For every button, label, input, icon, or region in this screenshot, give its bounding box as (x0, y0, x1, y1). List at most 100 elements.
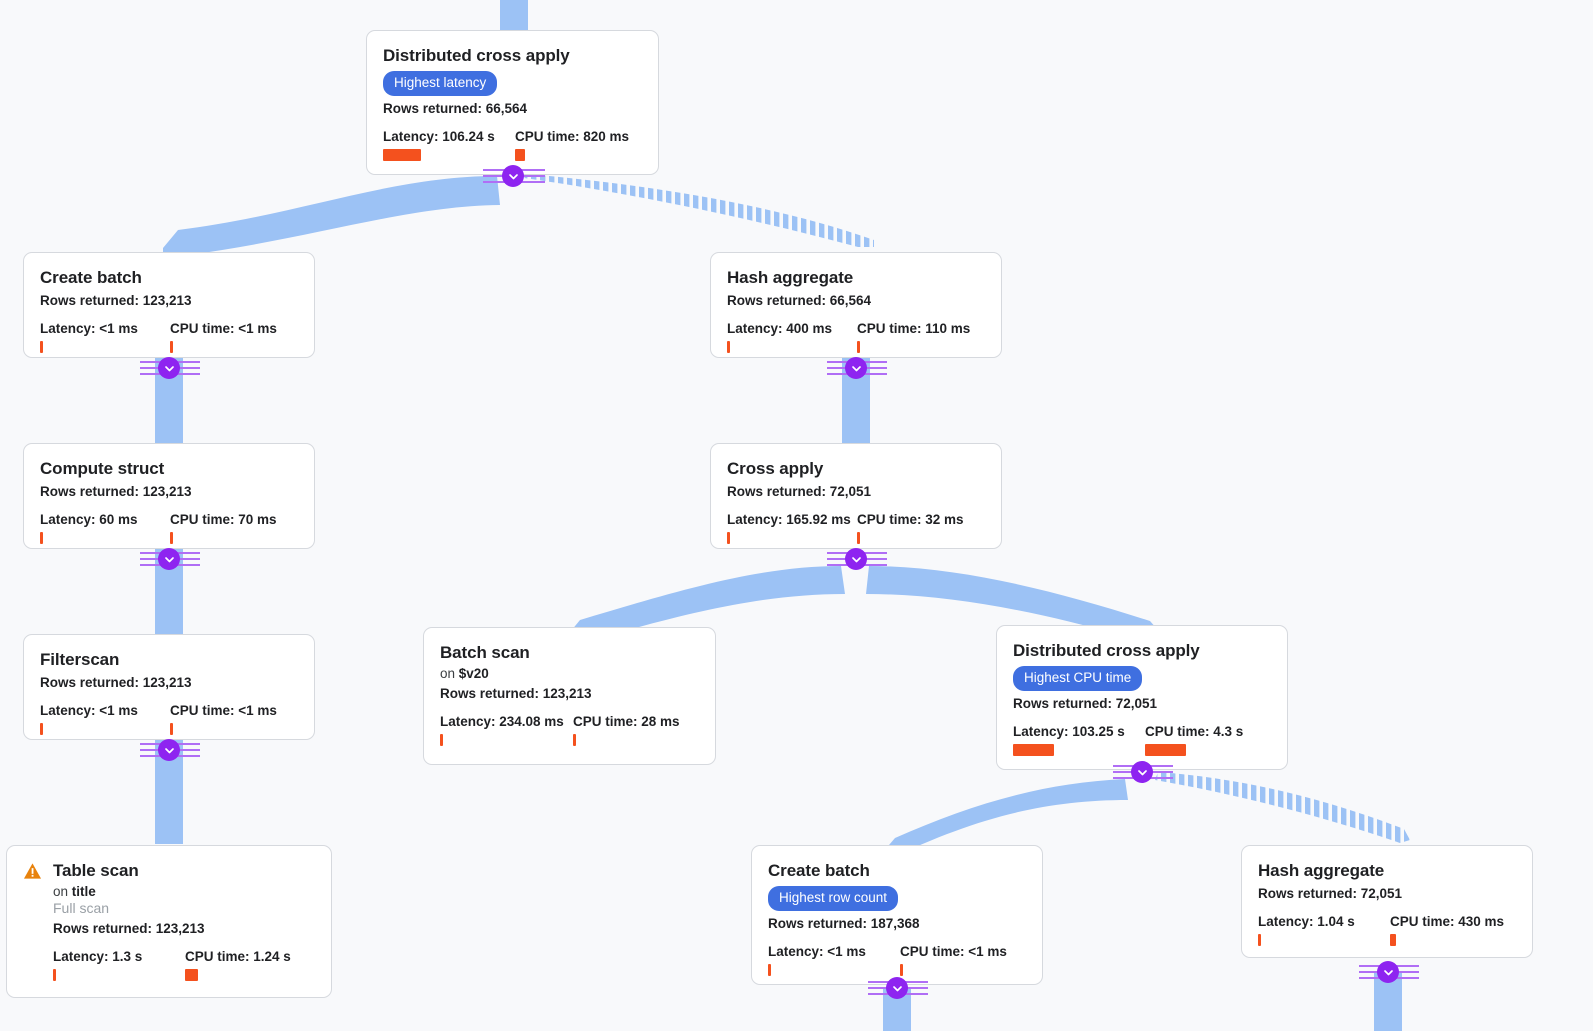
on-target: title (71, 884, 96, 900)
rows-returned: Rows returned: 72,051 (1013, 695, 1158, 711)
cpu-metric: CPU time: <1 ms (170, 321, 277, 354)
latency-metric: Latency: 1.3 s (53, 949, 185, 982)
node-title: Create batch (40, 268, 142, 287)
node-distributed-cross-apply-cpu[interactable]: Distributed cross apply Highest CPU time… (996, 625, 1288, 770)
node-hash-aggregate-lower[interactable]: Hash aggregate Rows returned: 72,051 Lat… (1241, 845, 1533, 958)
latency-metric: Latency: 106.24 s (383, 129, 515, 161)
collapse-toggle-create-batch-lower[interactable] (886, 977, 908, 999)
latency-label: Latency: <1 ms (40, 703, 138, 719)
node-title: Filterscan (40, 650, 120, 669)
latency-metric: Latency: 1.04 s (1258, 914, 1390, 947)
cpu-label: CPU time: 4.3 s (1145, 723, 1244, 739)
on-prefix: on (440, 666, 459, 682)
node-create-batch-lower[interactable]: Create batch Highest row count Rows retu… (751, 845, 1043, 985)
cpu-bar (857, 341, 860, 354)
collapse-toggle-create-batch-left[interactable] (158, 357, 180, 379)
node-create-batch-left[interactable]: Create batch Rows returned: 123,213 Late… (23, 252, 315, 358)
rows-returned: Rows returned: 123,213 (53, 921, 205, 937)
latency-metric: Latency: 103.25 s (1013, 724, 1145, 756)
node-table-scan[interactable]: Table scan on title Full scan Rows retur… (6, 845, 332, 998)
cpu-bar (857, 532, 860, 545)
node-target: on $v20 (440, 666, 699, 681)
cpu-label: CPU time: 820 ms (515, 128, 630, 144)
scan-note: Full scan (53, 900, 110, 917)
latency-bar (1258, 934, 1261, 947)
status-badge: Highest CPU time (1013, 666, 1143, 691)
cpu-metric: CPU time: 28 ms (573, 714, 680, 747)
cpu-metric: CPU time: 820 ms (515, 129, 629, 161)
chevron-down-icon (892, 985, 902, 991)
edge-root-inflow (500, 0, 528, 30)
latency-bar (440, 734, 443, 747)
latency-bar (727, 341, 730, 354)
cpu-label: CPU time: <1 ms (900, 943, 1007, 959)
node-title: Compute struct (40, 459, 165, 478)
edge-distributed-to-hash-aggregate (1155, 772, 1410, 843)
node-hash-aggregate-upper[interactable]: Hash aggregate Rows returned: 66,564 Lat… (710, 252, 1002, 358)
collapse-toggle-hash-aggregate-lower[interactable] (1377, 961, 1399, 983)
node-title: Hash aggregate (727, 268, 854, 287)
latency-label: Latency: 1.3 s (53, 949, 143, 965)
latency-metric: Latency: <1 ms (40, 321, 170, 354)
chevron-down-icon (1137, 769, 1147, 775)
metrics-row: Latency: 400 ms CPU time: 110 ms (727, 321, 985, 354)
latency-bar (40, 532, 43, 545)
cpu-label: CPU time: 28 ms (573, 714, 680, 730)
latency-label: Latency: <1 ms (40, 321, 138, 337)
status-badge: Highest row count (768, 886, 899, 911)
latency-label: Latency: 234.08 ms (440, 714, 564, 730)
latency-metric: Latency: 60 ms (40, 512, 170, 545)
cpu-label: CPU time: 70 ms (170, 512, 277, 528)
rows-returned: Rows returned: 66,564 (727, 293, 872, 309)
node-cross-apply[interactable]: Cross apply Rows returned: 72,051 Latenc… (710, 443, 1002, 549)
cpu-bar (170, 532, 173, 545)
rows-returned: Rows returned: 72,051 (727, 484, 872, 500)
collapse-toggle-compute-struct[interactable] (158, 548, 180, 570)
chevron-down-icon (164, 556, 174, 562)
node-title: Hash aggregate (1258, 861, 1385, 880)
latency-label: Latency: 103.25 s (1013, 723, 1125, 739)
edge-root-to-hash-aggregate (524, 174, 874, 247)
latency-metric: Latency: 165.92 ms (727, 512, 857, 545)
latency-label: Latency: 165.92 ms (727, 512, 851, 528)
collapse-toggle-cross-apply[interactable] (845, 548, 867, 570)
node-compute-struct[interactable]: Compute struct Rows returned: 123,213 La… (23, 443, 315, 549)
status-badge: Highest latency (383, 71, 498, 96)
collapse-toggle-root[interactable] (502, 165, 524, 187)
metrics-row: Latency: 1.3 s CPU time: 1.24 s (53, 949, 315, 982)
metrics-row: Latency: 103.25 s CPU time: 4.3 s (1013, 724, 1271, 756)
node-distributed-cross-apply-root[interactable]: Distributed cross apply Highest latency … (366, 30, 659, 175)
cpu-bar (515, 148, 525, 161)
rows-returned: Rows returned: 72,051 (1258, 886, 1403, 902)
cpu-metric: CPU time: 4.3 s (1145, 724, 1243, 756)
node-title: Batch scan (440, 643, 530, 662)
node-batch-scan[interactable]: Batch scan on $v20 Rows returned: 123,21… (423, 627, 716, 765)
on-prefix: on (53, 884, 72, 900)
metrics-row: Latency: 165.92 ms CPU time: 32 ms (727, 512, 985, 545)
node-target: on title (53, 884, 315, 899)
cpu-bar (170, 341, 173, 354)
latency-bar (1013, 743, 1054, 756)
collapse-toggle-filterscan[interactable] (158, 739, 180, 761)
chevron-down-icon (851, 365, 861, 371)
rows-returned: Rows returned: 66,564 (383, 100, 528, 116)
metrics-row: Latency: <1 ms CPU time: <1 ms (40, 321, 298, 354)
chevron-down-icon (851, 556, 861, 562)
node-title: Distributed cross apply (1013, 641, 1200, 660)
cpu-label: CPU time: 110 ms (857, 321, 971, 337)
rows-returned: Rows returned: 123,213 (40, 484, 192, 500)
cpu-metric: CPU time: 430 ms (1390, 914, 1504, 947)
collapse-toggle-hash-aggregate-upper[interactable] (845, 357, 867, 379)
latency-label: Latency: 400 ms (727, 321, 833, 337)
cpu-metric: CPU time: 110 ms (857, 321, 971, 354)
node-filterscan[interactable]: Filterscan Rows returned: 123,213 Latenc… (23, 634, 315, 740)
collapse-toggle-distributed-cross-apply-cpu[interactable] (1131, 761, 1153, 783)
latency-label: Latency: 60 ms (40, 512, 138, 528)
chevron-down-icon (164, 747, 174, 753)
metrics-row: Latency: 106.24 s CPU time: 820 ms (383, 129, 642, 161)
cpu-metric: CPU time: <1 ms (170, 703, 277, 736)
cpu-metric: CPU time: 32 ms (857, 512, 964, 545)
cpu-metric: CPU time: 1.24 s (185, 949, 291, 982)
latency-bar (383, 148, 421, 161)
latency-metric: Latency: <1 ms (40, 703, 170, 736)
